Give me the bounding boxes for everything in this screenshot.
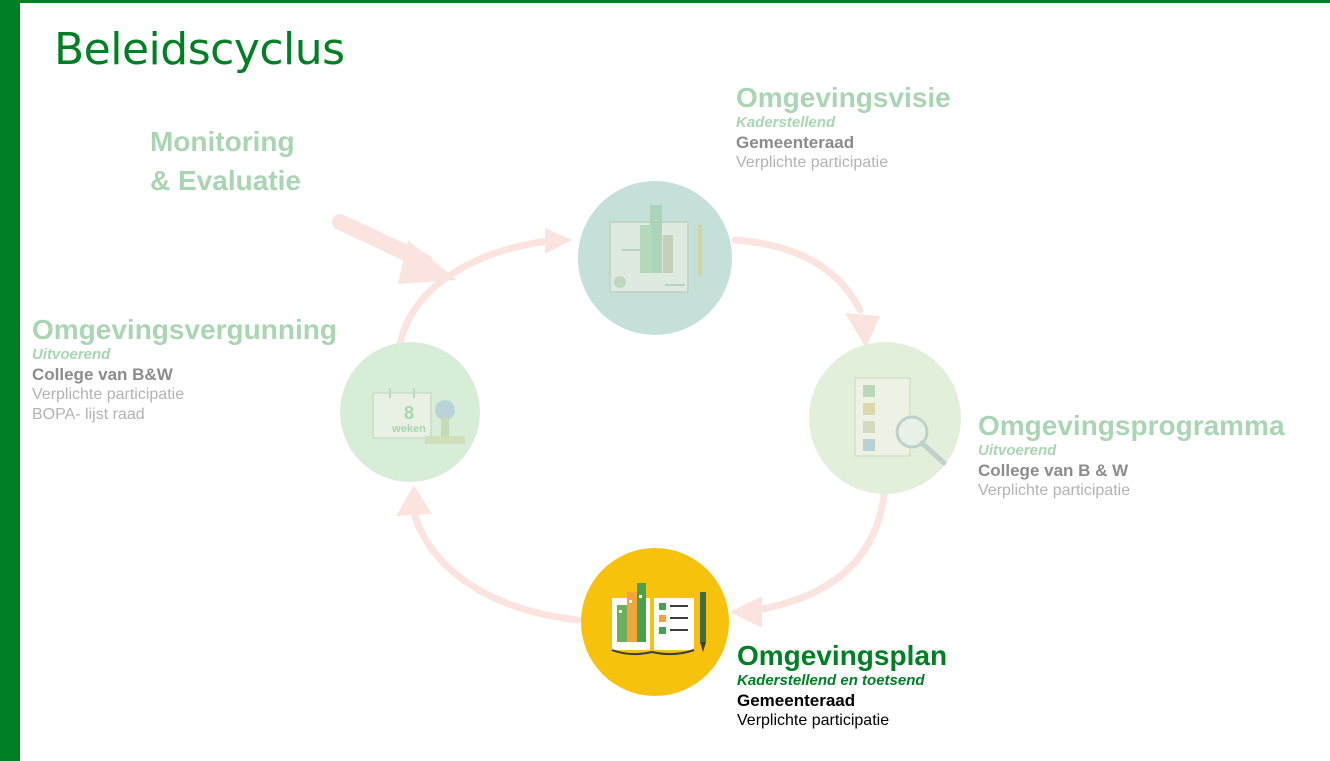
programma-sub: Verplichte participatie bbox=[978, 482, 1131, 499]
arrow-heads bbox=[396, 228, 880, 628]
plan-role: Kaderstellend en toetsend bbox=[737, 672, 925, 689]
programma-body: College van B & W bbox=[978, 461, 1129, 480]
programma-node bbox=[809, 342, 961, 494]
visie-sub: Verplichte participatie bbox=[736, 154, 889, 171]
programma-role: Uitvoerend bbox=[978, 442, 1057, 459]
left-accent-bar bbox=[0, 0, 20, 761]
visie-body: Gemeenteraad bbox=[736, 133, 855, 152]
arrow-programma-to-plan bbox=[741, 481, 889, 616]
arrow-plan-to-vergunning bbox=[409, 506, 582, 624]
calendar-word: weken bbox=[391, 423, 426, 435]
vergunning-sub-1: Verplichte participatie bbox=[32, 386, 185, 403]
vergunning-sub-2: BOPA- lijst raad bbox=[32, 406, 145, 423]
page-title: Beleidscyclus bbox=[54, 24, 345, 75]
visie-label: Omgevingsvisie Kaderstellend Gemeenteraa… bbox=[736, 82, 951, 173]
plan-heading: Omgevingsplan bbox=[737, 640, 948, 671]
open-book-city-icon bbox=[611, 583, 706, 656]
document-blueprint-icon bbox=[609, 205, 702, 293]
plan-node bbox=[581, 548, 729, 696]
arrowhead-programma bbox=[845, 313, 880, 348]
vergunning-node bbox=[340, 342, 480, 482]
arrow-visie-to-programma bbox=[731, 236, 864, 314]
programma-label: Omgevingsprogramma Uitvoerend College va… bbox=[978, 410, 1285, 501]
checklist-magnifier-icon bbox=[854, 377, 947, 466]
plan-sub: Verplichte participatie bbox=[737, 712, 890, 729]
top-border bbox=[0, 0, 1330, 3]
arrowhead-visie bbox=[545, 228, 572, 254]
calendar-number: 8 bbox=[404, 403, 414, 423]
arrowhead-vergunning bbox=[396, 485, 432, 516]
programma-heading: Omgevingsprogramma bbox=[978, 410, 1285, 441]
visie-role: Kaderstellend bbox=[736, 114, 836, 131]
vergunning-heading: Omgevingsvergunning bbox=[32, 314, 337, 345]
plan-body: Gemeenteraad bbox=[737, 691, 856, 710]
plan-label: Omgevingsplan Kaderstellend en toetsend … bbox=[737, 640, 947, 731]
vergunning-role: Uitvoerend bbox=[32, 346, 111, 363]
monitoring-line-1: Monitoring bbox=[150, 126, 295, 157]
arrowhead-plan bbox=[730, 596, 762, 628]
monitoring-arrow bbox=[332, 214, 457, 284]
vergunning-label: Omgevingsvergunning Uitvoerend College v… bbox=[32, 314, 337, 425]
monitoring-label: Monitoring & Evaluatie bbox=[150, 126, 301, 197]
vergunning-body: College van B&W bbox=[32, 365, 173, 384]
calendar-stamp-icon bbox=[372, 388, 465, 444]
visie-heading: Omgevingsvisie bbox=[736, 82, 951, 113]
monitoring-line-2: & Evaluatie bbox=[150, 165, 301, 196]
visie-node bbox=[578, 181, 732, 335]
